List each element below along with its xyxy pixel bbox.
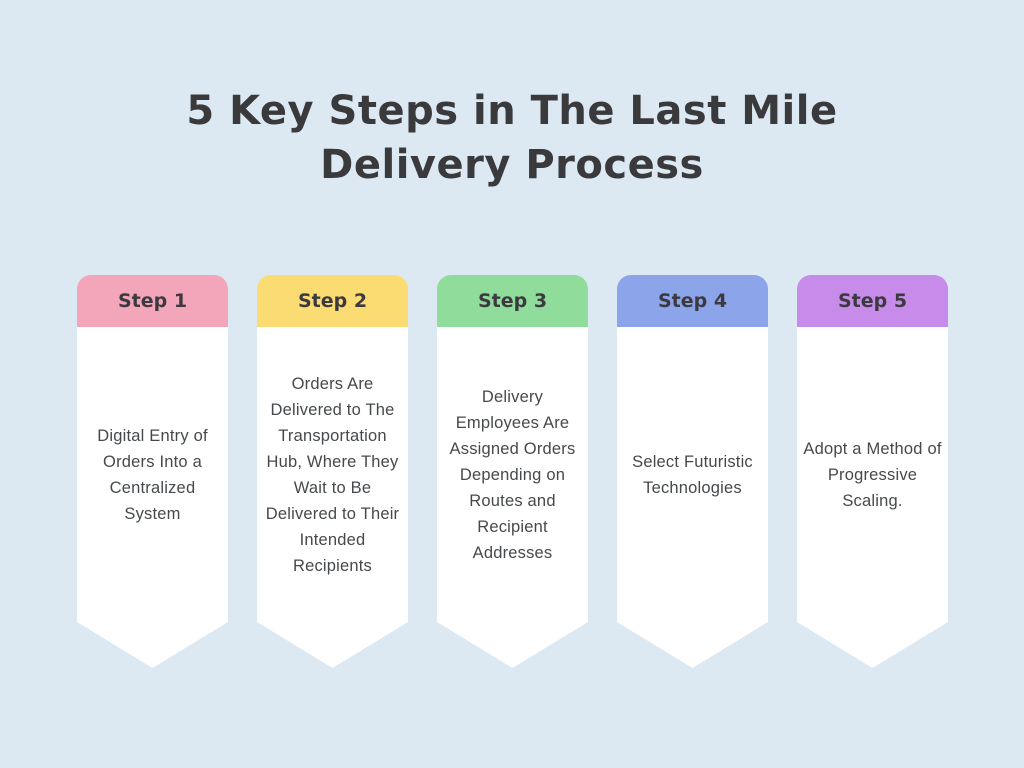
step-2-header: Step 2	[257, 275, 408, 327]
step-1-body: Digital Entry of Orders Into a Centraliz…	[77, 327, 228, 668]
step-2-label: Step 2	[297, 290, 368, 312]
page-title: 5 Key Steps in The Last Mile Delivery Pr…	[186, 88, 838, 188]
step-1-header: Step 1	[77, 275, 228, 327]
step-5-label: Step 5	[837, 290, 908, 312]
step-4-label: Step 4	[657, 290, 728, 312]
step-4-header: Step 4	[617, 275, 768, 327]
step-3-header: Step 3	[437, 275, 588, 327]
step-3-body: Delivery Employees Are Assigned Orders D…	[437, 327, 588, 668]
step-4-body: Select Futuristic Technologies	[617, 327, 768, 668]
step-5-description: Adopt a Method of Progressive Scaling.	[803, 439, 942, 510]
step-card-4: Step 4 Select Futuristic Technologies	[617, 275, 768, 668]
step-1-description: Digital Entry of Orders Into a Centraliz…	[97, 426, 208, 523]
step-card-3: Step 3 Delivery Employees Are Assigned O…	[437, 275, 588, 668]
step-2-description: Orders Are Delivered to The Transportati…	[265, 374, 400, 575]
step-2-body: Orders Are Delivered to The Transportati…	[257, 327, 408, 668]
step-card-2: Step 2 Orders Are Delivered to The Trans…	[257, 275, 408, 668]
steps-row: Step 1 Digital Entry of Orders Into a Ce…	[77, 275, 948, 668]
step-4-description: Select Futuristic Technologies	[632, 452, 753, 497]
step-5-body: Adopt a Method of Progressive Scaling.	[797, 327, 948, 668]
step-3-description: Delivery Employees Are Assigned Orders D…	[449, 387, 576, 562]
step-card-1: Step 1 Digital Entry of Orders Into a Ce…	[77, 275, 228, 668]
step-1-label: Step 1	[117, 290, 188, 312]
step-card-5: Step 5 Adopt a Method of Progressive Sca…	[797, 275, 948, 668]
step-5-header: Step 5	[797, 275, 948, 327]
step-3-label: Step 3	[477, 290, 548, 312]
